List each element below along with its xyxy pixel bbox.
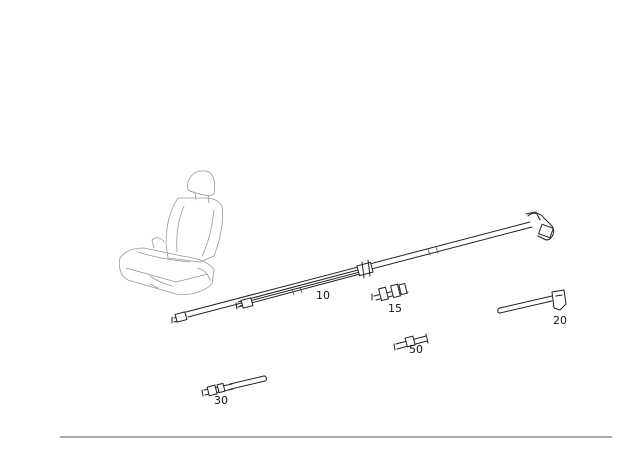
part-20-elbow-rod (497, 289, 567, 314)
part-50-pin (393, 333, 429, 351)
label-part-50: 50 (409, 343, 423, 356)
part-30-short-rod (201, 375, 267, 397)
part-15-coupling (371, 282, 409, 302)
label-part-30: 30 (214, 394, 228, 407)
label-part-20: 20 (553, 314, 567, 327)
label-part-10: 10 (316, 289, 330, 302)
part-10-rod-assembly (171, 211, 555, 324)
label-part-15: 15 (388, 302, 402, 315)
seat-illustration (118, 170, 223, 295)
